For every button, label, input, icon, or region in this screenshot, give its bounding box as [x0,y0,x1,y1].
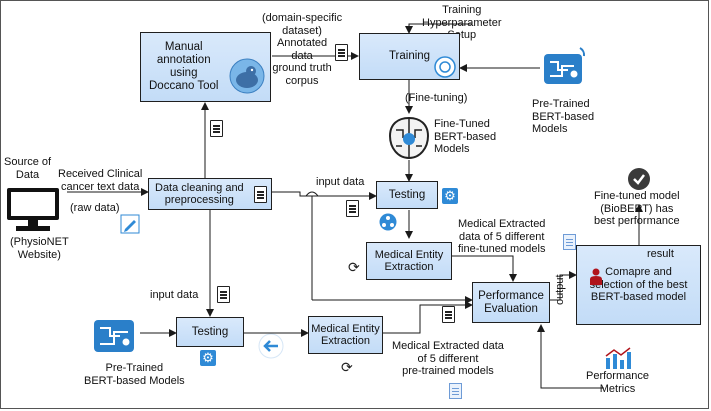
brain-circuit-icon [388,116,430,160]
person-icon [590,268,602,285]
raw-data-label: (raw data) [70,202,120,214]
pretrained-top-label: Pre-Trained BERT-based Models [532,98,595,135]
entity-extraction-top-label: Medical Entity Extraction [374,248,444,274]
received-data-label: Received Clinical cancer text data [58,168,143,193]
refresh-top-icon: ⟳ [348,259,360,275]
input-document-bottom-icon [217,286,230,303]
input-data-bottom-label: input data [150,289,199,301]
edit-icon [120,214,140,234]
entity-extraction-bottom-box: Medical Entity Extraction [308,316,383,354]
best-model-label: Fine-tuned model (BioBERT) has best perf… [594,190,680,227]
gear-icon: ⚙ [442,188,458,204]
hyperparameter-label: Training Hyperparameter Setup [422,4,502,41]
entity-extraction-bottom-label: Medical Entity Extraction [311,322,380,348]
training-label: Training [388,50,431,62]
dataset-document-icon [335,44,348,61]
arrow-left-icon [258,333,284,359]
metrics-label: Performance Metrics [586,370,649,395]
input-data-top-label: input data [316,176,365,188]
output-label: output [554,274,566,305]
extracted-pre-trained-label: Medical Extracted data of 5 different pr… [392,340,504,377]
annotated-data-label: (domain-specific dataset) Annotated data… [262,12,343,87]
testing-top-label: Testing [388,188,426,201]
data-cleaning-label: Data cleaning and preprocessing [155,181,244,207]
gear-bottom-icon: ⚙ [200,350,216,366]
pre-trained-doc-icon [449,383,462,399]
fine-tuned-models-label: Fine-Tuned BERT-based Models [434,118,497,155]
network-icon [379,213,397,231]
cleaning-document-icon [254,186,267,203]
document-icon [210,120,223,137]
source-title: Source of Data [4,156,52,181]
entity-extraction-top-box: Medical Entity Extraction [366,242,452,280]
manual-annotation-label: Manual annotation using Doccano Tool [149,41,219,92]
fine-tuned-doc-icon [563,234,576,250]
fine-tuning-label: (Fine-tuning) [405,92,468,104]
evaluation-document-icon [442,306,455,323]
data-cleaning-box: Data cleaning and preprocessing [148,178,272,210]
result-label: result [647,248,674,260]
compare-label: Comapre and selection of the best BERT-b… [589,266,688,304]
computer-icon [7,188,59,231]
refresh-bottom-icon: ⟳ [341,359,353,375]
testing-bottom-box: Testing [176,317,244,347]
bar-chart-icon [605,347,631,369]
source-caption: (PhysioNET Website) [10,236,69,261]
circuit-model-icon [544,47,586,84]
extracted-fine-tuned-label: Medical Extracted data of 5 different fi… [458,218,546,255]
performance-evaluation-box: Performance Evaluation [472,282,550,323]
input-document-top-icon [346,200,359,217]
performance-evaluation-label: Performance Evaluation [478,289,544,315]
huggingface-logo-icon [434,56,456,78]
circuit-model-bottom-icon [94,320,134,352]
pretrained-bottom-label: Pre-Trained BERT-based Models [84,362,185,387]
verified-badge-icon [628,168,650,190]
testing-top-box: Testing [376,181,438,209]
doccano-logo-icon [229,58,265,94]
testing-bottom-label: Testing [191,325,229,338]
